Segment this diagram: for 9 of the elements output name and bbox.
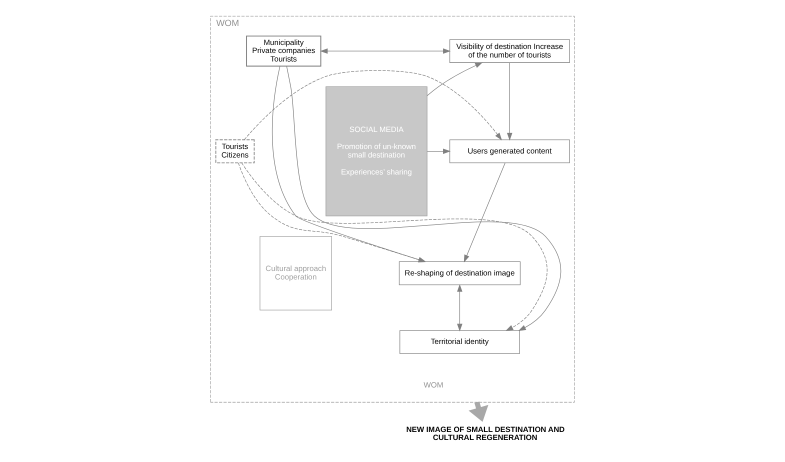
arrow [457,284,462,332]
arrow [464,162,506,263]
arrow [506,62,512,141]
arrow [320,48,451,54]
arrow [286,66,562,331]
arrow [426,62,483,96]
arrow [244,70,502,140]
arrow [241,162,548,331]
arrow [426,148,451,154]
